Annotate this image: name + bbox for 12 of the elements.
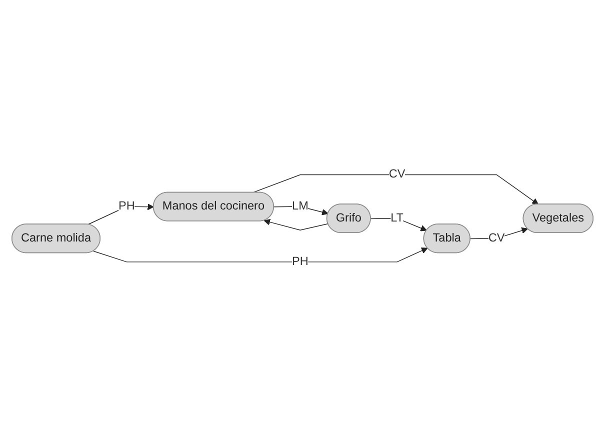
arrow: [370, 218, 427, 232]
arrow: [252, 174, 539, 205]
edge-label: PH: [118, 200, 135, 213]
edge-label: CV: [488, 232, 505, 244]
edge-label: PH: [292, 255, 308, 268]
arrow: [264, 219, 328, 231]
edge-label: LM: [292, 200, 308, 213]
arrow: [88, 204, 154, 226]
arrow: [93, 248, 428, 262]
arrow: [470, 228, 528, 240]
edge-label: LT: [390, 212, 404, 224]
edge-label: CV: [388, 168, 406, 181]
